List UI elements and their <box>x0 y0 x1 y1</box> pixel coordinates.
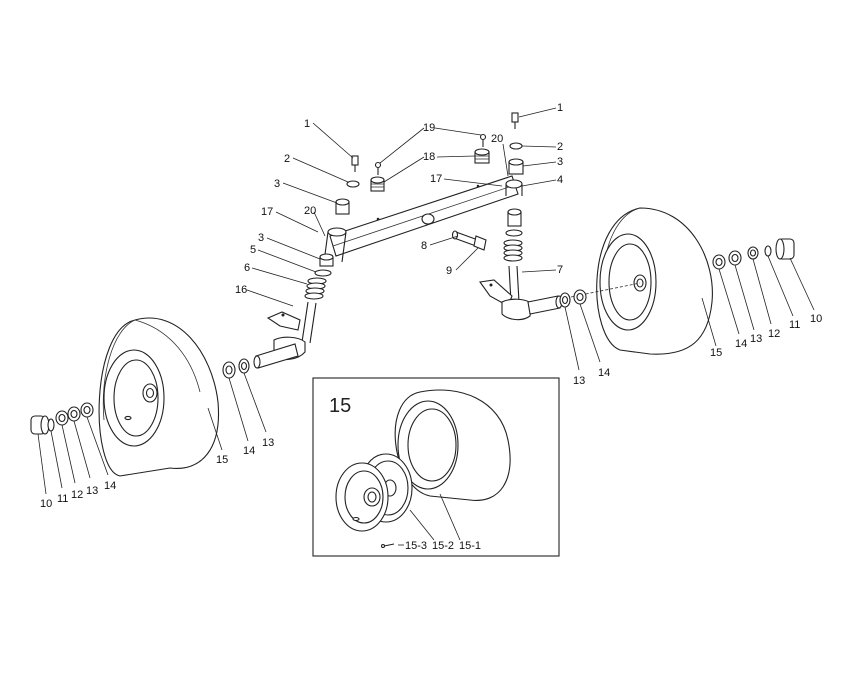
label-15-2: 15-2 <box>432 540 454 552</box>
callout-lh-10: 10 <box>40 498 52 510</box>
callout-rh-10: 10 <box>810 313 822 325</box>
left-washer-5 <box>314 269 332 277</box>
inset-rim-15-3 <box>335 462 389 532</box>
callout-top-19: 19 <box>423 122 435 134</box>
callout-left-2: 2 <box>284 153 290 165</box>
inset-valve <box>380 543 395 549</box>
right-hub-parts <box>712 238 795 270</box>
leader-lines <box>37 107 815 495</box>
callout-rh-14: 14 <box>735 338 747 350</box>
callout-left-6: 6 <box>244 262 250 274</box>
bolt-8 <box>451 230 487 251</box>
callout-right-2: 2 <box>557 141 563 153</box>
callout-right-1: 1 <box>557 102 563 114</box>
callout-top-18: 18 <box>423 151 435 163</box>
left-hub-parts <box>30 402 94 435</box>
bushing-18b <box>474 148 490 164</box>
callout-left-20: 20 <box>304 205 316 217</box>
left-washer-2 <box>346 180 360 188</box>
right-washer-lower <box>505 229 523 237</box>
callout-lh-12: 12 <box>71 489 83 501</box>
callout-left-3b: 3 <box>258 232 264 244</box>
callout-lw-14: 14 <box>243 445 255 457</box>
callout-rw-15: 15 <box>710 347 722 359</box>
label-15-3: 15-3 <box>405 540 427 552</box>
left-bushing-3a <box>335 198 350 215</box>
callout-9: 9 <box>446 265 452 277</box>
right-wheel-bearings <box>559 289 587 308</box>
inset-title: 15 <box>329 395 351 417</box>
callout-rw-13: 13 <box>573 375 585 387</box>
left-bolt-1 <box>351 155 359 172</box>
callout-right-17: 17 <box>430 173 442 185</box>
callout-lh-14: 14 <box>104 480 116 492</box>
right-spring <box>503 239 523 262</box>
callout-lh-11: 11 <box>57 493 68 505</box>
callout-8: 8 <box>421 240 427 252</box>
callout-left-5: 5 <box>250 244 256 256</box>
right-spindle-7 <box>479 265 563 321</box>
grease-fitting-19a <box>374 161 382 175</box>
callout-lw-15: 15 <box>216 454 228 466</box>
callout-rh-13: 13 <box>750 333 762 345</box>
callout-lw-13: 13 <box>262 437 274 449</box>
left-spindle-16 <box>253 301 317 369</box>
right-pivot-tube <box>505 179 523 196</box>
axle-beam <box>329 175 519 257</box>
bushing-18a <box>370 176 385 192</box>
callout-rh-12: 12 <box>768 328 780 340</box>
right-bushing-lower <box>507 208 522 227</box>
callout-lh-13: 13 <box>86 485 98 497</box>
callout-right-4: 4 <box>557 174 563 186</box>
grease-fitting-19b <box>479 133 487 147</box>
callout-right-7: 7 <box>557 264 563 276</box>
label-15-1: 15-1 <box>459 540 481 552</box>
left-wheel-15 <box>98 317 220 477</box>
right-bushing-3 <box>508 158 524 175</box>
inset-panel: 15 15-3 15-2 15-1 <box>312 377 560 557</box>
right-wheel-15 <box>565 207 713 355</box>
callout-right-20: 20 <box>491 133 503 145</box>
callout-right-3: 3 <box>557 156 563 168</box>
left-wheel-bearings <box>222 358 250 379</box>
right-washer-2 <box>509 142 523 150</box>
right-bolt-1 <box>511 112 519 129</box>
inset-tire-15-1 <box>394 389 511 501</box>
callout-rh-11: 11 <box>789 319 800 331</box>
left-bushing-3b <box>319 253 334 267</box>
callout-labels: 1 2 3 17 20 3 5 6 16 19 18 1 2 3 20 17 4… <box>40 102 822 510</box>
callout-left-3a: 3 <box>274 178 280 190</box>
callout-rw-14: 14 <box>598 367 610 379</box>
left-spring-6 <box>304 277 327 300</box>
callout-left-16: 16 <box>235 284 247 296</box>
callout-left-1: 1 <box>304 118 310 130</box>
callout-left-17: 17 <box>261 206 273 218</box>
